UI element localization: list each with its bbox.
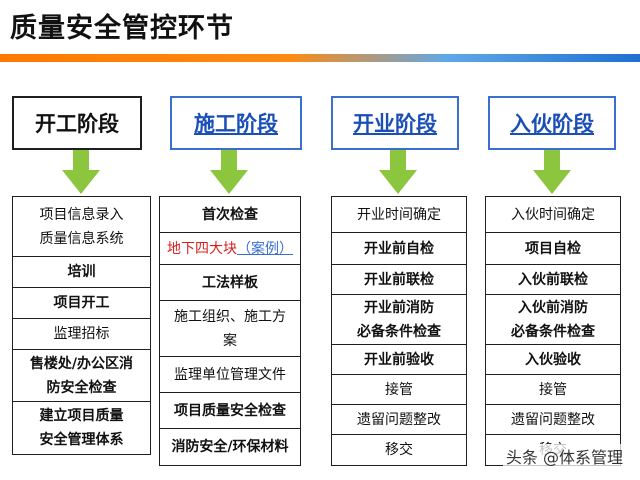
checkpoint-cell: 施工组织、施工方案	[160, 301, 300, 357]
down-arrow-icon	[533, 150, 571, 194]
checkpoint-cell: 入伙前联检	[486, 265, 620, 295]
checkpoint-cell: 开业前自检	[332, 233, 466, 265]
checkpoint-cell: 项目开工	[13, 288, 150, 319]
checkpoint-cell: 移交	[385, 442, 413, 458]
phase-column-4: 入伙时间确定项目自检入伙前联检入伙前消防必备条件检查入伙验收接管遗留问题整改移交	[485, 196, 621, 466]
checkpoint-cell: 消防安全/环保材料	[171, 439, 289, 455]
phase-header-2: 施工阶段	[170, 96, 302, 150]
case-link[interactable]: （案例）	[237, 240, 293, 257]
phase-column-1: 项目信息录入质量信息系统培训项目开工监理招标售楼处/办公区消防安全检查建立项目质…	[12, 196, 151, 455]
down-arrow-icon	[210, 150, 248, 194]
checkpoint-cell: 监理单位管理文件	[160, 357, 300, 393]
phase-header-3: 开业阶段	[331, 96, 459, 150]
checkpoint-cell: 项目信息录入质量信息系统	[13, 197, 150, 257]
phase-column-3: 开业时间确定开业前自检开业前联检开业前消防必备条件检查开业前验收接管遗留问题整改…	[331, 196, 467, 466]
checkpoint-cell: 监理招标	[13, 319, 150, 350]
checkpoint-cell: 开业前消防必备条件检查	[332, 295, 466, 345]
checkpoint-cell: 入伙时间确定	[486, 197, 620, 233]
checkpoint-cell: 工法样板	[160, 265, 300, 301]
checkpoint-cell: 入伙验收	[486, 345, 620, 375]
checkpoint-cell: 项目自检	[486, 233, 620, 265]
title-underline-bar	[0, 54, 640, 62]
phase-header-1: 开工阶段	[12, 96, 142, 150]
checkpoint-cell: 培训	[13, 257, 150, 288]
checkpoint-cell: 入伙前消防必备条件检查	[486, 295, 620, 345]
down-arrow-icon	[379, 150, 417, 194]
checkpoint-cell: 首次检查	[160, 197, 300, 233]
checkpoint-cell: 遗留问题整改	[332, 405, 466, 435]
checkpoint-cell: 开业前联检	[332, 265, 466, 295]
checkpoint-cell: 地下四大块（案例）	[160, 233, 300, 265]
down-arrow-icon	[61, 150, 100, 194]
checkpoint-cell: 接管	[332, 375, 466, 405]
checkpoint-cell: 遗留问题整改	[486, 405, 620, 435]
checkpoint-cell: 接管	[486, 375, 620, 405]
phase-column-2: 首次检查地下四大块（案例）工法样板施工组织、施工方案监理单位管理文件项目质量安全…	[159, 196, 301, 466]
phase-header-4: 入伙阶段	[488, 96, 616, 150]
page-title: 质量安全管控环节	[10, 13, 234, 44]
checkpoint-cell: 开业前验收	[332, 345, 466, 375]
checkpoint-cell: 建立项目质量安全管理体系	[39, 408, 124, 448]
watermark: 头条 @体系管理	[502, 444, 626, 468]
checkpoint-cell: 售楼处/办公区消防安全检查	[13, 350, 150, 402]
checkpoint-cell: 开业时间确定	[332, 197, 466, 233]
checkpoint-cell: 项目质量安全检查	[160, 393, 300, 429]
